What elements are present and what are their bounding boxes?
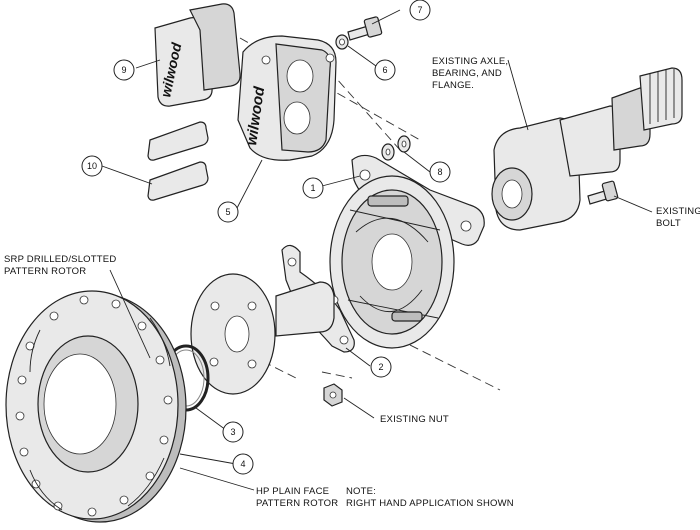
callout-1-number: 1 (310, 183, 315, 193)
callout-5: 5 (217, 201, 239, 223)
callout-6-number: 6 (382, 65, 387, 75)
srp-rotor-label-line1: SRP DRILLED/SLOTTED (4, 254, 116, 265)
axle-spacer (275, 281, 335, 337)
rotor-adapter (190, 273, 276, 395)
callout-10: 10 (81, 155, 103, 177)
existing-bolt-label: EXISTING BOLT (656, 206, 700, 229)
existing-nut-part (323, 383, 343, 407)
callout-10-number: 10 (87, 161, 97, 171)
hp-rotor-label-line2: PATTERN ROTOR (256, 498, 338, 509)
rotor (5, 290, 187, 523)
callout-9-number: 9 (121, 65, 126, 75)
note-label-line1: NOTE: (346, 486, 376, 497)
callout-5-number: 5 (225, 207, 230, 217)
existing-axle-label-line2: BEARING, AND (432, 68, 502, 79)
spacer-washers (381, 135, 411, 161)
caliper-bolt (347, 16, 383, 41)
callout-7: 7 (409, 0, 431, 21)
callout-2-number: 2 (378, 362, 383, 372)
brake-pads: wilwood (154, 3, 241, 107)
callout-8: 8 (429, 161, 451, 183)
leader-lines (101, 9, 653, 491)
existing-bolt-part (587, 180, 619, 205)
existing-bolt-label-line2: BOLT (656, 218, 681, 229)
existing-axle-label-line1: EXISTING AXLE, (432, 56, 508, 67)
callout-4-number: 4 (240, 459, 245, 469)
existing-nut-label: EXISTING NUT (380, 414, 449, 425)
callout-8-number: 8 (437, 167, 442, 177)
parking-brake-assembly (329, 175, 455, 349)
callout-6: 6 (374, 59, 396, 81)
caliper: wilwood (237, 35, 337, 161)
existing-axle (491, 67, 683, 231)
existing-axle-label-line3: FLANGE. (432, 80, 474, 91)
callout-3: 3 (222, 421, 244, 443)
srp-rotor-label-line2: PATTERN ROTOR (4, 266, 86, 277)
existing-axle-label: EXISTING AXLE, BEARING, AND FLANGE. (432, 56, 511, 91)
hp-rotor-label: HP PLAIN FACE PATTERN ROTOR (256, 486, 338, 509)
callout-2: 2 (370, 356, 392, 378)
note-label-line2: RIGHT HAND APPLICATION SHOWN (346, 498, 514, 509)
existing-bolt-label-line1: EXISTING (656, 206, 700, 217)
note-label: NOTE: RIGHT HAND APPLICATION SHOWN (346, 486, 514, 509)
callout-7-number: 7 (417, 5, 422, 15)
callout-9: 9 (113, 59, 135, 81)
callout-3-number: 3 (230, 427, 235, 437)
srp-rotor-label: SRP DRILLED/SLOTTED PATTERN ROTOR (4, 254, 119, 277)
caliper-shims (147, 121, 209, 201)
callout-4: 4 (232, 453, 254, 475)
callout-1: 1 (302, 177, 324, 199)
hp-rotor-label-line1: HP PLAIN FACE (256, 486, 329, 497)
